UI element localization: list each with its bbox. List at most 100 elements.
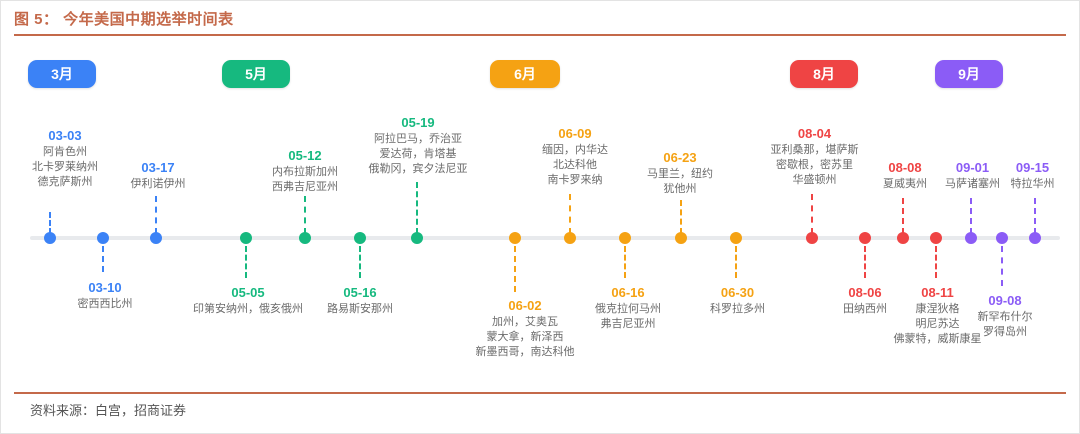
event-states: 新罕布什尔罗得岛州 [950, 310, 1060, 340]
timeline-dot-08-11[interactable] [930, 232, 942, 244]
title-divider [14, 34, 1066, 36]
connector-line-06-30 [735, 246, 737, 278]
event-date: 05-19 [401, 115, 435, 130]
month-badge-2[interactable]: 5月 [222, 60, 290, 88]
timeline-dot-06-30[interactable] [730, 232, 742, 244]
state-line: 南卡罗来纳 [547, 174, 603, 186]
state-line: 加州，艾奥瓦 [492, 316, 558, 328]
connector-line-05-16 [359, 246, 361, 278]
state-line: 马里兰，纽约 [647, 168, 713, 180]
timeline-dot-08-08[interactable] [897, 232, 909, 244]
state-line: 爱达荷，肯塔基 [379, 148, 457, 160]
event-label-03-10[interactable]: 03-10 密西西比州 [50, 280, 160, 312]
event-date: 06-09 [558, 126, 592, 141]
event-states: 夏威夷州 [855, 177, 955, 192]
event-label-05-12[interactable]: 05-12 内布拉斯加州西弗吉尼亚州 [240, 148, 370, 195]
state-line: 田纳西州 [843, 303, 887, 315]
timeline-dot-09-15[interactable] [1029, 232, 1041, 244]
state-line: 科罗拉多州 [710, 303, 765, 315]
connector-line-05-12 [304, 196, 306, 234]
month-badge-5[interactable]: 9月 [935, 60, 1003, 88]
timeline-dot-09-01[interactable] [965, 232, 977, 244]
timeline-dot-06-02[interactable] [509, 232, 521, 244]
month-badge-1[interactable]: 3月 [28, 60, 96, 88]
event-states: 马里兰，纽约犹他州 [625, 167, 735, 197]
state-line: 西弗吉尼亚州 [272, 181, 338, 193]
timeline-dot-05-19[interactable] [411, 232, 423, 244]
connector-line-06-16 [624, 246, 626, 278]
timeline-dot-03-17[interactable] [150, 232, 162, 244]
timeline-dot-06-23[interactable] [675, 232, 687, 244]
event-states: 密西西比州 [50, 297, 160, 312]
timeline-dot-06-09[interactable] [564, 232, 576, 244]
connector-line-08-08 [902, 198, 904, 234]
state-line: 华盛顿州 [792, 174, 837, 186]
chart-header: 图 5： 今年美国中期选举时间表 [14, 8, 1066, 29]
state-line: 密歇根，密苏里 [776, 159, 853, 171]
timeline-dot-05-16[interactable] [354, 232, 366, 244]
timeline-dot-08-04[interactable] [806, 232, 818, 244]
event-label-08-06[interactable]: 08-06 田纳西州 [810, 285, 920, 317]
timeline-dot-03-10[interactable] [97, 232, 109, 244]
timeline-dot-05-05[interactable] [240, 232, 252, 244]
month-badge-3[interactable]: 6月 [490, 60, 560, 88]
state-line: 佛蒙特，威斯康星 [893, 333, 982, 345]
state-line: 阿肯色州 [43, 146, 87, 158]
state-line: 内布拉斯加州 [272, 166, 338, 178]
event-states: 康涅狄格明尼苏达佛蒙特，威斯康星 [870, 302, 1005, 347]
state-line: 印第安纳州，俄亥俄州 [193, 303, 303, 315]
event-date: 06-02 [508, 298, 542, 313]
event-states: 科罗拉多州 [680, 302, 795, 317]
event-date: 03-10 [88, 280, 122, 295]
connector-line-05-05 [245, 246, 247, 278]
month-badge-4[interactable]: 8月 [790, 60, 858, 88]
state-line: 北卡罗莱纳州 [32, 161, 98, 173]
state-line: 明尼苏达 [915, 318, 960, 330]
event-date: 03-17 [141, 160, 175, 175]
connector-line-06-23 [680, 200, 682, 234]
event-date: 05-12 [288, 148, 322, 163]
event-date: 08-06 [848, 285, 882, 300]
state-line: 犹他州 [663, 183, 697, 195]
event-states: 阿肯色州北卡罗莱纳州德克萨斯州 [10, 145, 120, 190]
event-states: 印第安纳州，俄亥俄州 [188, 302, 308, 317]
connector-line-06-02 [514, 246, 516, 292]
state-line: 特拉华州 [1010, 178, 1055, 190]
event-label-06-30[interactable]: 06-30 科罗拉多州 [680, 285, 795, 317]
state-line: 缅因，内华达 [542, 144, 608, 156]
timeline-dot-03-03[interactable] [44, 232, 56, 244]
event-date: 03-03 [48, 128, 82, 143]
state-line: 夏威夷州 [883, 178, 927, 190]
timeline-dot-09-08[interactable] [996, 232, 1008, 244]
state-line: 马萨诸塞州 [945, 178, 1000, 190]
event-date: 08-04 [797, 126, 832, 141]
state-line: 新罕布什尔 [977, 311, 1033, 323]
timeline-dot-08-06[interactable] [859, 232, 871, 244]
event-date: 06-30 [720, 285, 755, 300]
connector-line-08-04 [811, 194, 813, 234]
event-label-08-04[interactable]: 08-04 亚利桑那，堪萨斯密歇根，密苏里华盛顿州 [752, 126, 877, 188]
timeline-dot-06-16[interactable] [619, 232, 631, 244]
event-date: 05-16 [343, 285, 377, 300]
event-states: 亚利桑那，堪萨斯密歇根，密苏里华盛顿州 [752, 143, 877, 188]
timeline-dot-05-12[interactable] [299, 232, 311, 244]
state-line: 亚利桑那，堪萨斯 [770, 144, 859, 156]
source-note: 资料来源：白宫，招商证券 [30, 403, 187, 418]
connector-line-06-09 [569, 194, 571, 234]
event-states: 内布拉斯加州西弗吉尼亚州 [240, 165, 370, 195]
event-states: 俄克拉何马州弗吉尼亚州 [568, 302, 688, 332]
